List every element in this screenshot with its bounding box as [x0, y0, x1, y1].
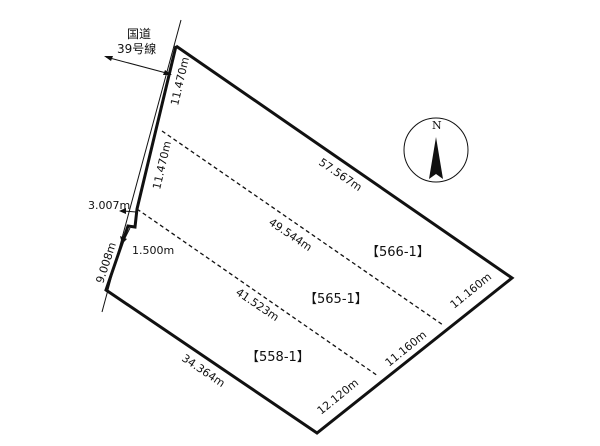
- dim-divider-lower: 41.523m: [233, 286, 281, 324]
- parcel-outline: [104, 44, 515, 435]
- setback-arrow-step: [120, 227, 131, 244]
- north-compass: N: [403, 117, 469, 183]
- lot-label-565-1: 【565-1】: [304, 292, 368, 307]
- lot-divider-upper: [161, 130, 444, 326]
- setback-arrow-top: [119, 208, 137, 214]
- dim-northeast: 57.567m: [316, 156, 364, 194]
- compass-circle: [403, 117, 469, 183]
- road-name-line2: 39号線: [117, 41, 156, 56]
- dim-setback-top: 3.007m: [88, 199, 130, 212]
- lot-label-558-1: 【558-1】: [246, 350, 310, 365]
- dim-east-bottom: 12.120m: [315, 376, 361, 417]
- road-width-arrow: [104, 56, 172, 75]
- dim-setback-step: 1.500m: [132, 244, 174, 257]
- dim-west-mid: 11.470m: [150, 140, 174, 191]
- compass-north-label: N: [432, 119, 442, 132]
- dim-divider-upper: 49.544m: [266, 216, 314, 254]
- road-name-line1: 国道: [127, 27, 151, 41]
- lot-label-566-1: 【566-1】: [366, 245, 430, 260]
- dim-east-top: 11.160m: [448, 270, 494, 311]
- compass-arrow-icon: [429, 137, 443, 179]
